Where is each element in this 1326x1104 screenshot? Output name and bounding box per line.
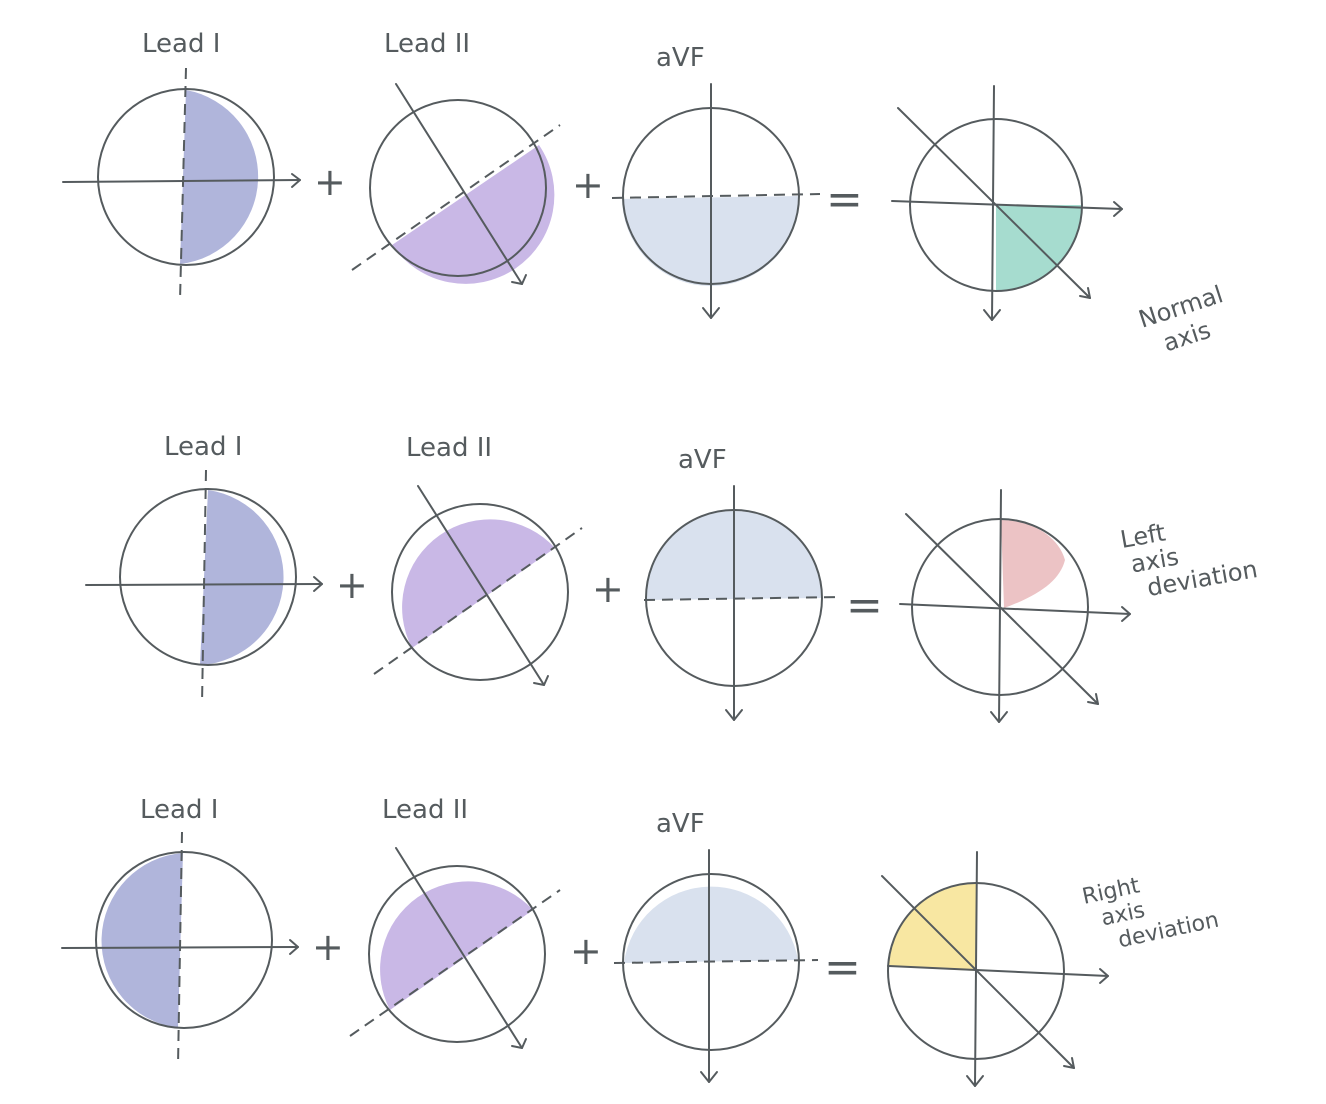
arrow-head xyxy=(291,173,301,188)
lead-i-label: Lead I xyxy=(142,29,220,59)
equals-operator: = xyxy=(846,580,883,631)
lead-ii-circle xyxy=(351,83,561,285)
lead-ii-positive-fill xyxy=(402,519,555,648)
lead-i-positive-fill xyxy=(200,490,284,665)
result-caption: Left axis deviation xyxy=(1118,504,1259,605)
avf-label: aVF xyxy=(656,43,705,73)
lead-ii-label: Lead II xyxy=(384,29,470,59)
lead-i-positive-fill xyxy=(180,90,259,264)
result-caption: Normal axis xyxy=(1135,278,1243,362)
plus-operator: + xyxy=(572,163,604,207)
lead-ii-circle xyxy=(349,847,561,1049)
row-left-axis-deviation: Lead I + Lead II + aVF = xyxy=(85,432,1260,723)
row-right-axis-deviation: Lead I + Lead II + aVF = xyxy=(61,795,1221,1087)
equals-operator: = xyxy=(824,942,861,993)
avf-label: aVF xyxy=(678,445,727,475)
lead-ii-circle xyxy=(373,485,583,686)
result-axis-circle xyxy=(891,85,1123,321)
lead-ii-positive-fill xyxy=(392,145,555,284)
lead-i-circle xyxy=(62,67,301,301)
right-axis-quadrant-fill xyxy=(888,883,976,971)
plus-operator: + xyxy=(570,929,602,973)
lead-i-circle xyxy=(61,831,299,1067)
plus-operator: + xyxy=(336,563,368,607)
left-axis-quadrant-fill xyxy=(1001,520,1065,608)
plus-operator: + xyxy=(592,567,624,611)
lead-ii-label: Lead II xyxy=(382,795,468,825)
result-caption: Right axis deviation xyxy=(1080,859,1221,959)
lead-ii-label: Lead II xyxy=(406,433,492,463)
lead-i-circle xyxy=(85,469,323,705)
plus-operator: + xyxy=(312,925,344,969)
result-axis-circle xyxy=(899,489,1131,723)
avf-circle xyxy=(613,849,819,1083)
row-normal-axis: Lead I + Lead II + aVF = xyxy=(62,29,1243,362)
avf-circle xyxy=(611,83,821,319)
lead-i-label: Lead I xyxy=(140,795,218,825)
equals-operator: = xyxy=(826,174,863,225)
avf-label: aVF xyxy=(656,809,705,839)
avf-positive-fill xyxy=(624,886,798,963)
plus-operator: + xyxy=(314,160,346,204)
lead-i-positive-fill xyxy=(101,853,183,1028)
lead-i-label: Lead I xyxy=(164,432,242,462)
result-axis-circle xyxy=(881,851,1109,1087)
avf-circle xyxy=(643,485,841,721)
